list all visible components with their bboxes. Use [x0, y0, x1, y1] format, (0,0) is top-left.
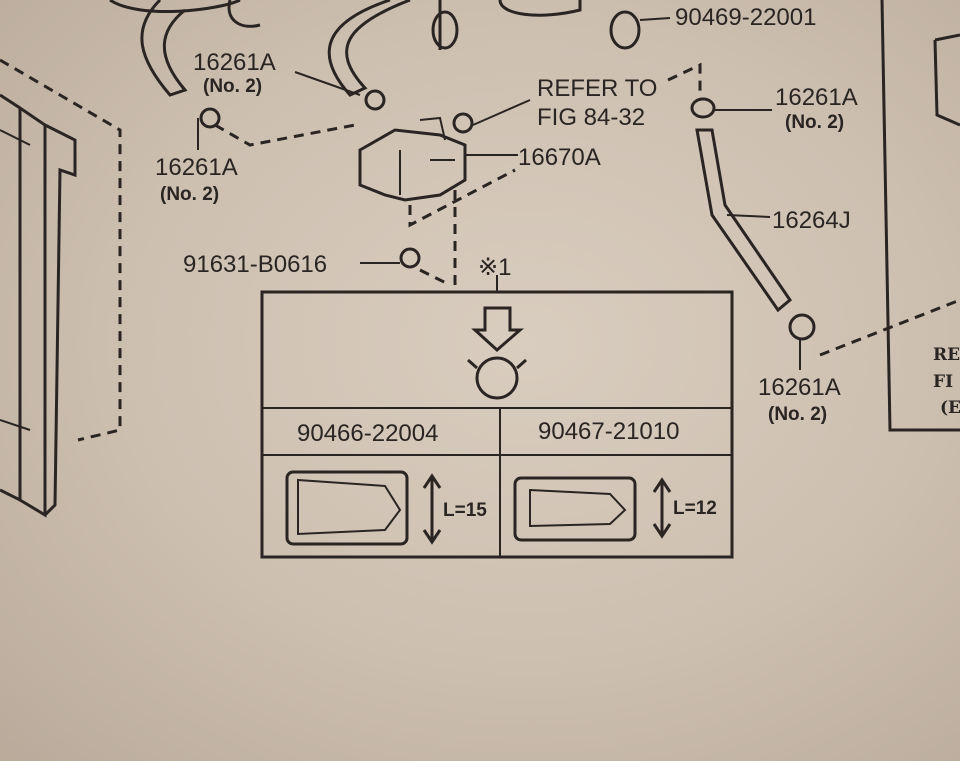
valve-drawing — [358, 116, 467, 202]
callout-16261A-left-lower: 16261A — [155, 154, 238, 181]
callout-91631-B0616: 91631-B0616 — [183, 251, 327, 278]
callout-16264J: 16264J — [772, 207, 851, 234]
clamp-ring-icon — [475, 356, 519, 400]
table-part-90467-21010: 90467-21010 — [538, 418, 679, 445]
callout-16261A-right-upper: 16261A — [775, 84, 858, 111]
length-label-15: L=15 — [443, 500, 487, 521]
callout-no2-right-lower: (No. 2) — [768, 404, 827, 425]
dashed-leaders — [214, 62, 960, 357]
callout-no2-left-upper: (No. 2) — [203, 76, 262, 97]
hose-16264J — [695, 128, 793, 313]
table-part-90466-22004: 90466-22004 — [297, 420, 438, 447]
callout-16261A-left-upper: 16261A — [193, 49, 276, 76]
upper-hoses — [109, 0, 582, 97]
clamp-90467-drawing — [513, 476, 672, 542]
clamp-icons — [199, 10, 816, 341]
right-panel-line2: FI — [933, 372, 953, 392]
right-panel — [880, 0, 960, 432]
right-panel-line1: RE — [933, 345, 960, 365]
callout-16670A: 16670A — [518, 144, 601, 171]
radiator-drawing — [0, 58, 122, 518]
leader-lines — [197, 17, 801, 370]
callout-no2-left-lower: (No. 2) — [160, 184, 219, 205]
callout-16261A-right-lower: 16261A — [758, 374, 841, 401]
right-panel-line3: (E — [940, 398, 960, 418]
clamp-90466-drawing — [285, 470, 442, 546]
callout-no2-right-upper: (No. 2) — [785, 112, 844, 133]
refer-to-label: REFER TO — [537, 75, 657, 102]
detail-table — [260, 290, 734, 559]
arrow-down-icon — [471, 306, 525, 353]
note-mark: ※1 — [478, 254, 511, 281]
callout-90469-22001: 90469-22001 — [675, 4, 816, 31]
length-label-12: L=12 — [673, 498, 717, 519]
fig-reference-label: FIG 84-32 — [537, 104, 645, 131]
